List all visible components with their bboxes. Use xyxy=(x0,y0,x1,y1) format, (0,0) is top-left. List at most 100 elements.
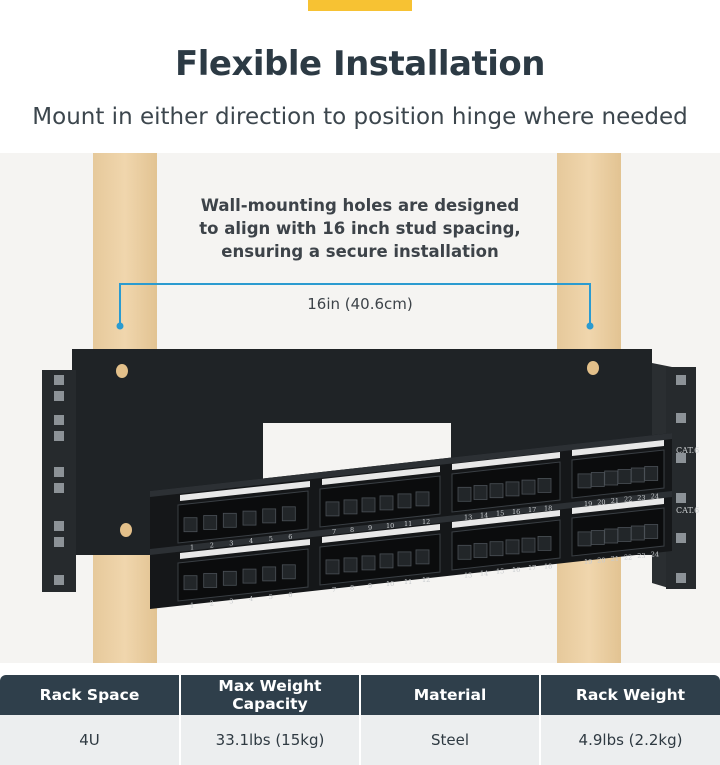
stud-spacing-measure xyxy=(119,283,591,325)
stud-spacing-label: 16in (40.6cm) xyxy=(307,295,413,313)
rj45-jack-top-22 xyxy=(617,469,632,484)
rj45-jack-top-3 xyxy=(222,512,237,528)
rj45-jack-top-18 xyxy=(537,477,552,493)
rj45-jack-top-24 xyxy=(644,466,659,481)
mounting-callout: Wall-mounting holes are designed to alig… xyxy=(160,194,560,263)
cat6-label-top: CAT.6 xyxy=(676,446,699,455)
port-number-top-3: 3 xyxy=(229,539,233,547)
cat6-label-bottom: CAT.6 xyxy=(676,506,699,515)
spec-header-row: Rack Space Max Weight Capacity Material … xyxy=(0,675,720,715)
port-number-bottom-3: 3 xyxy=(229,597,233,605)
rj45-jack-top-11 xyxy=(397,493,412,509)
port-number-bottom-2: 2 xyxy=(210,600,214,608)
port-number-top-2: 2 xyxy=(210,542,214,550)
port-number-bottom-18: 18 xyxy=(544,562,552,570)
port-number-bottom-12: 12 xyxy=(422,576,430,584)
spec-table: Rack Space Max Weight Capacity Material … xyxy=(0,675,720,765)
rj45-jack-bottom-15 xyxy=(489,541,504,557)
rj45-jack-top-14 xyxy=(473,485,488,500)
spec-value-max-weight: 33.1lbs (15kg) xyxy=(179,715,360,765)
rj45-jack-bottom-2 xyxy=(203,573,218,588)
rj45-jack-bottom-12 xyxy=(415,549,430,565)
port-number-top-20: 20 xyxy=(597,499,605,507)
rj45-jack-bottom-14 xyxy=(473,543,488,558)
port-number-bottom-6: 6 xyxy=(288,591,292,599)
port-number-bottom-13: 13 xyxy=(464,571,472,579)
port-number-top-1: 1 xyxy=(190,544,194,552)
port-number-bottom-5: 5 xyxy=(269,593,273,601)
rj45-jack-top-12 xyxy=(415,491,430,507)
rj45-jack-bottom-10 xyxy=(379,553,394,569)
rj45-jack-top-4 xyxy=(242,510,257,526)
port-number-top-6: 6 xyxy=(288,533,292,541)
wall-mount-rack-illustration: CAT.6 CAT.6 1234567891011121314151617181… xyxy=(42,153,699,663)
rj45-jack-bottom-24 xyxy=(644,524,659,539)
rj45-jack-bottom-23 xyxy=(630,525,645,541)
callout-line-3: ensuring a secure installation xyxy=(221,242,499,261)
callout-line-1: Wall-mounting holes are designed xyxy=(200,196,520,215)
spec-value-rack-space: 4U xyxy=(0,715,180,765)
port-number-top-22: 22 xyxy=(624,496,632,504)
port-number-bottom-19: 19 xyxy=(584,558,592,566)
port-number-top-15: 15 xyxy=(496,510,504,518)
port-number-top-18: 18 xyxy=(544,504,552,512)
port-number-top-9: 9 xyxy=(368,524,372,532)
port-number-bottom-15: 15 xyxy=(496,568,504,576)
port-number-top-24: 24 xyxy=(651,493,659,501)
port-number-bottom-11: 11 xyxy=(404,578,412,586)
port-number-top-4: 4 xyxy=(249,537,253,545)
port-number-bottom-24: 24 xyxy=(651,551,659,559)
port-number-top-13: 13 xyxy=(464,513,472,521)
port-number-top-7: 7 xyxy=(332,528,336,536)
spec-header-material: Material xyxy=(359,675,540,715)
port-number-top-17: 17 xyxy=(528,506,536,514)
port-number-bottom-1: 1 xyxy=(190,602,194,610)
rj45-jack-top-6 xyxy=(281,506,296,522)
port-number-top-11: 11 xyxy=(404,520,412,528)
spec-value-row: 4U 33.1lbs (15kg) Steel 4.9lbs (2.2kg) xyxy=(0,715,720,765)
port-number-bottom-22: 22 xyxy=(624,554,632,562)
rj45-jack-top-5 xyxy=(262,508,277,524)
rj45-jack-bottom-8 xyxy=(343,557,358,573)
rj45-jack-top-2 xyxy=(203,515,218,530)
port-number-top-21: 21 xyxy=(611,497,619,505)
rj45-jack-top-13 xyxy=(457,486,472,502)
rj45-jack-top-15 xyxy=(489,483,504,499)
rj45-jack-bottom-9 xyxy=(361,555,376,571)
rj45-jack-top-1 xyxy=(183,517,198,533)
port-number-bottom-7: 7 xyxy=(332,586,336,594)
rj45-jack-top-21 xyxy=(604,470,619,486)
rj45-jack-bottom-13 xyxy=(457,544,472,560)
port-number-bottom-20: 20 xyxy=(597,557,605,565)
port-number-bottom-8: 8 xyxy=(350,584,354,592)
spec-value-material: Steel xyxy=(359,715,540,765)
rj45-jack-bottom-3 xyxy=(222,570,237,586)
port-number-top-5: 5 xyxy=(269,535,273,543)
rj45-jack-top-8 xyxy=(343,499,358,515)
page-title: Flexible Installation xyxy=(175,44,545,84)
rj45-jack-bottom-16 xyxy=(505,539,520,555)
rj45-jack-top-17 xyxy=(521,479,536,495)
accent-bar xyxy=(308,0,412,11)
rj45-jack-top-7 xyxy=(325,501,340,517)
rj45-jack-bottom-6 xyxy=(281,564,296,580)
rj45-jack-bottom-21 xyxy=(604,528,619,544)
callout-line-2: to align with 16 inch stud spacing, xyxy=(199,219,521,238)
port-number-bottom-23: 23 xyxy=(637,552,645,560)
port-number-bottom-10: 10 xyxy=(386,580,394,588)
rj45-jack-top-10 xyxy=(379,495,394,511)
port-number-top-16: 16 xyxy=(512,508,520,516)
rj45-jack-bottom-20 xyxy=(590,530,605,545)
port-number-bottom-21: 21 xyxy=(611,555,619,563)
rj45-jack-bottom-22 xyxy=(617,527,632,542)
right-measure-dot xyxy=(586,322,594,330)
rj45-jack-bottom-1 xyxy=(183,575,198,591)
rj45-jack-bottom-17 xyxy=(521,537,536,553)
rj45-jack-bottom-11 xyxy=(397,551,412,567)
port-number-top-14: 14 xyxy=(480,512,488,520)
rj45-jack-top-20 xyxy=(590,472,605,487)
port-number-top-10: 10 xyxy=(386,522,394,530)
rj45-jack-bottom-4 xyxy=(242,568,257,584)
rj45-jack-bottom-5 xyxy=(262,566,277,582)
